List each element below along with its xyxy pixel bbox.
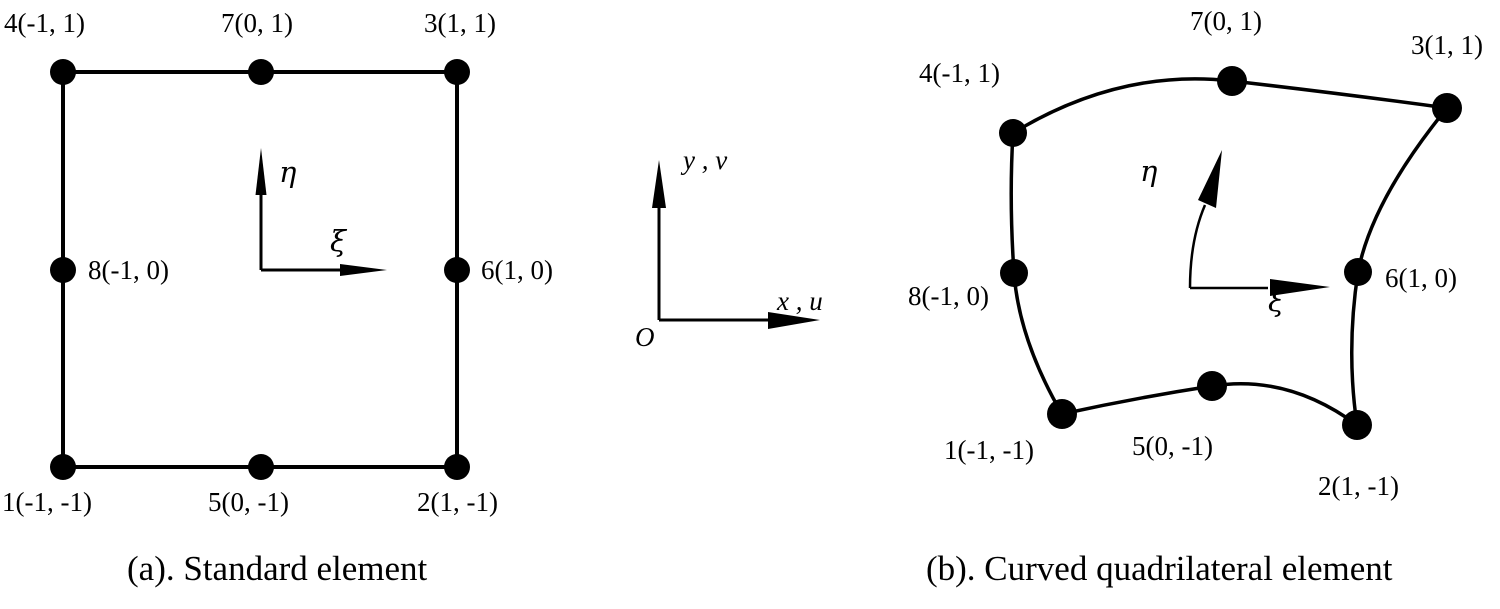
- curved-node-4-label: 4(-1, 1): [919, 58, 1000, 88]
- curved-node-6-label: 6(1, 0): [1385, 263, 1457, 293]
- global-y-arrowhead-icon: [652, 160, 666, 208]
- node-8-dot: [1000, 259, 1028, 287]
- panel-b-caption: (b). Curved quadrilateral element: [926, 549, 1393, 588]
- curved-element-outline: [1009, 77, 1449, 427]
- standard-node-2-label: 2(1, -1): [417, 487, 498, 517]
- node-4-dot: [50, 59, 76, 85]
- node-3-dot: [444, 59, 470, 85]
- node-6-dot: [444, 257, 470, 283]
- node-4-dot: [999, 119, 1027, 147]
- standard-node-3-label: 3(1, 1): [424, 8, 496, 38]
- xi-arrowhead-icon: [340, 264, 387, 276]
- node-5-dot: [1197, 371, 1227, 401]
- curved-node-2-label: 2(1, -1): [1318, 471, 1399, 501]
- node-2-dot: [444, 454, 470, 480]
- curved-eta-arrowhead-icon: [1198, 150, 1222, 208]
- node-1-dot: [1047, 399, 1077, 429]
- global-y-axis-label: y , v: [683, 145, 728, 175]
- curved-node-7-label: 7(0, 1): [1190, 6, 1262, 36]
- global-x-arrowhead-icon: [768, 312, 820, 329]
- curved-eta-axis-line: [1188, 204, 1207, 289]
- node-8-dot: [50, 257, 76, 283]
- curved-node-1-label: 1(-1, -1): [944, 435, 1034, 465]
- curved-xi-arrowhead-icon: [1270, 279, 1330, 296]
- standard-element-local-axes: [255, 148, 387, 276]
- node-6-dot: [1344, 258, 1372, 286]
- global-x-axis-label: x , u: [777, 286, 823, 316]
- standard-node-6-label: 6(1, 0): [481, 255, 553, 285]
- curved-element-nodes: [999, 66, 1462, 440]
- standard-element-nodes: [50, 59, 470, 480]
- curved-node-3-label: 3(1, 1): [1411, 30, 1483, 60]
- standard-node-8-label: 8(-1, 0): [88, 255, 169, 285]
- curved-element-local-axes: [1188, 150, 1330, 296]
- node-1-dot: [50, 454, 76, 480]
- curved-eta-axis-label: η: [1140, 154, 1158, 188]
- curved-node-8-label: 8(-1, 0): [908, 281, 989, 311]
- node-5-dot: [248, 454, 274, 480]
- panel-a-caption: (a). Standard element: [127, 549, 428, 588]
- standard-node-1-label: 1(-1, -1): [2, 487, 92, 517]
- node-3-dot: [1432, 93, 1462, 123]
- standard-xi-axis-label: ξ: [330, 224, 346, 258]
- global-axes: [652, 160, 820, 329]
- standard-eta-axis-label: η: [279, 155, 297, 189]
- node-7-dot: [248, 59, 274, 85]
- eta-arrowhead-icon: [255, 148, 267, 195]
- curved-node-5-label: 5(0, -1): [1132, 431, 1213, 461]
- standard-node-4-label: 4(-1, 1): [4, 8, 85, 38]
- node-2-dot: [1342, 410, 1372, 440]
- standard-node-7-label: 7(0, 1): [221, 8, 293, 38]
- standard-node-5-label: 5(0, -1): [208, 487, 289, 517]
- curved-xi-axis-label: ξ: [1268, 284, 1284, 318]
- node-7-dot: [1217, 66, 1247, 96]
- global-origin-label: O: [635, 322, 655, 352]
